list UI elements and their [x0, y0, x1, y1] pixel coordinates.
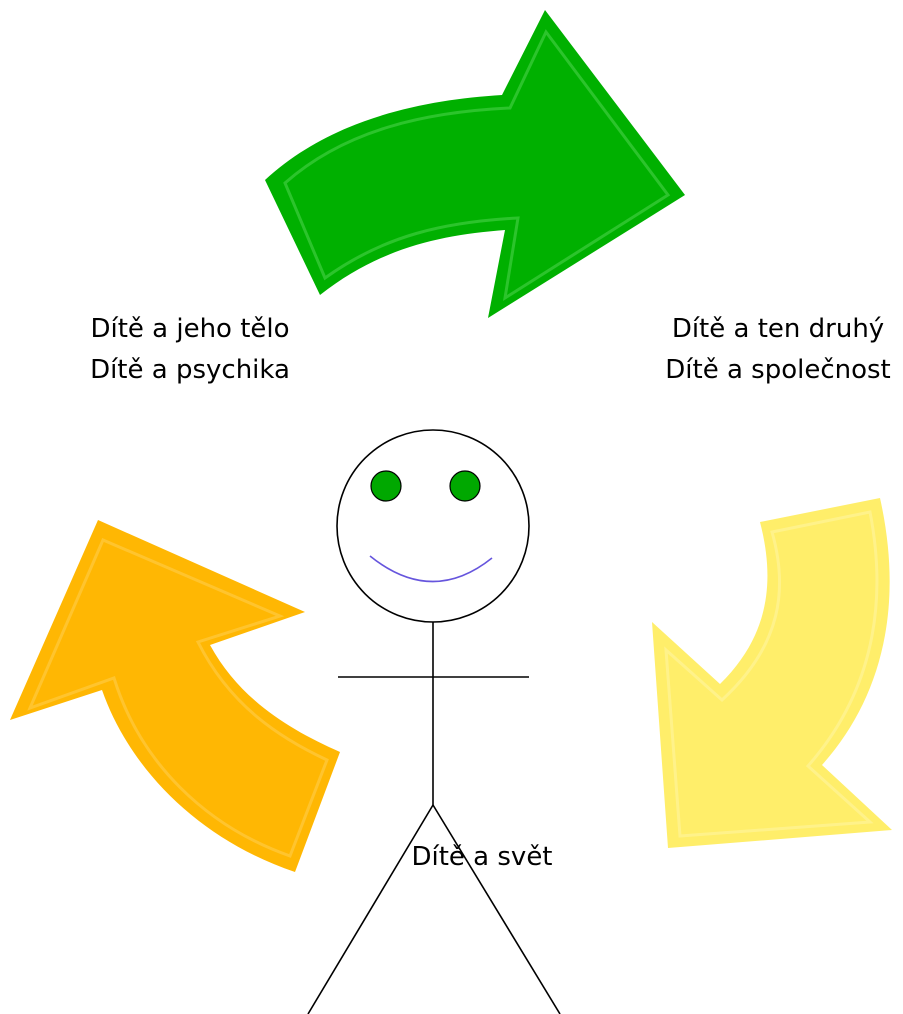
yellow-arrow-highlight — [664, 510, 879, 838]
label-top-right-line2: Dítě a společnost — [665, 355, 891, 385]
figure-left-leg — [307, 804, 434, 1014]
label-bottom-center: Dítě a svět — [411, 842, 552, 872]
label-top-left-line1: Dítě a jeho tělo — [90, 314, 289, 344]
figure-head — [336, 429, 530, 623]
green-arrow-highlight — [283, 29, 671, 302]
yellow-arrow-body — [652, 498, 892, 848]
figure-smile — [369, 555, 493, 583]
figure-left-eye — [370, 470, 402, 502]
label-top-left-line2: Dítě a psychika — [90, 355, 290, 385]
orange-arrow-highlight — [27, 538, 329, 858]
orange-arrow-body — [10, 520, 340, 872]
figure-right-eye — [449, 470, 481, 502]
figure-right-leg — [432, 804, 561, 1014]
green-arrow-body — [265, 10, 685, 318]
yellow-curved-arrow-icon — [652, 498, 892, 848]
green-curved-arrow-icon — [265, 10, 685, 318]
label-top-right-line1: Dítě a ten druhý — [672, 314, 884, 344]
stick-figure-icon — [307, 429, 561, 1014]
orange-curved-arrow-icon — [10, 520, 340, 872]
